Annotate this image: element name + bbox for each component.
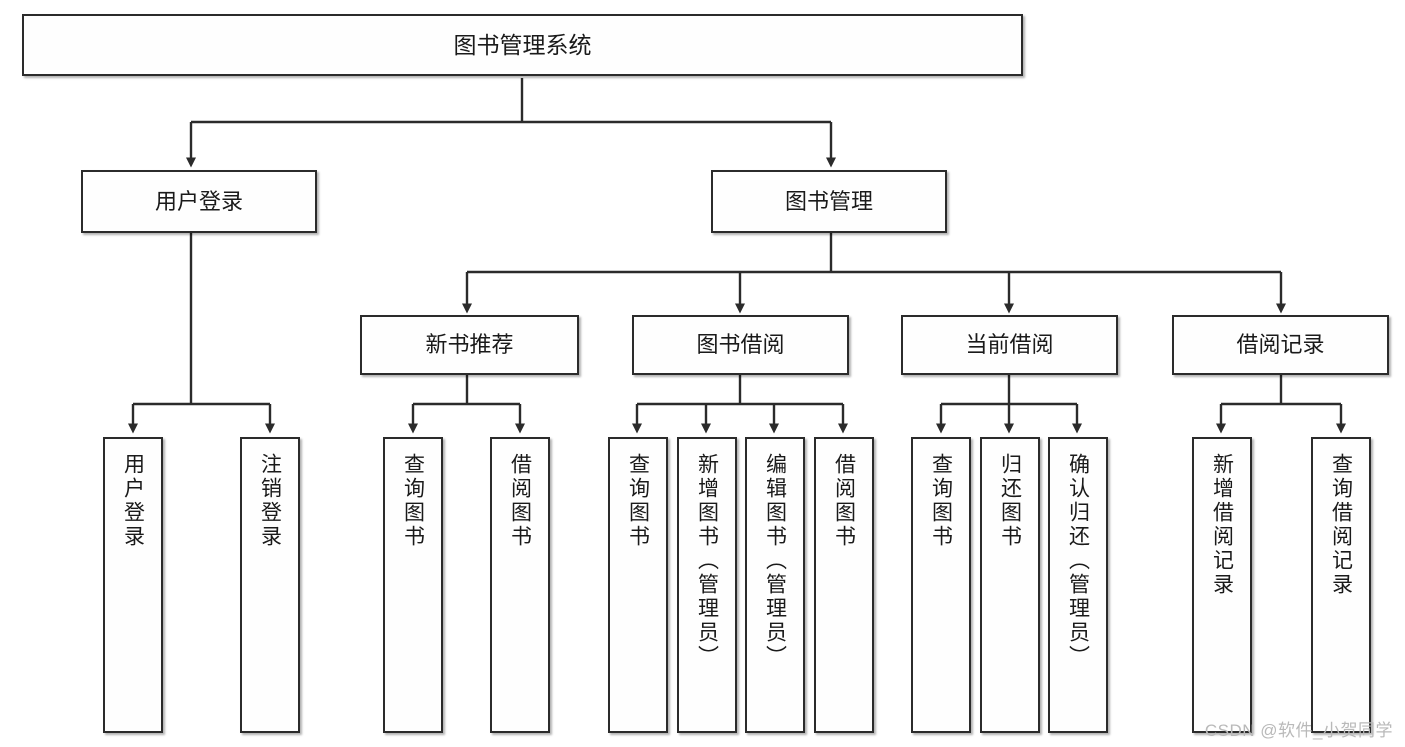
node-label: 借阅图书 (508, 453, 532, 549)
node-label: 用户登录 (154, 188, 243, 214)
node-label: 借阅图书 (832, 453, 856, 549)
node-borrow-record[interactable]: 借阅记录 (1172, 315, 1389, 375)
node-label: 当前借阅 (965, 332, 1054, 358)
leaf-borrow-edit-book[interactable]: 编辑图书（管理员） (745, 437, 805, 733)
watermark: CSDN @软件_小贺同学 (1204, 721, 1393, 740)
node-label: 查询图书 (626, 453, 650, 549)
leaf-current-return-book[interactable]: 归还图书 (980, 437, 1040, 733)
node-label: 确认归还（管理员） (1066, 453, 1090, 669)
node-current-borrow[interactable]: 当前借阅 (901, 315, 1118, 375)
leaf-borrow-borrow-book[interactable]: 借阅图书 (814, 437, 874, 733)
leaf-user-login-logout[interactable]: 注销登录 (240, 437, 300, 733)
leaf-record-query-record[interactable]: 查询借阅记录 (1311, 437, 1371, 733)
node-label: 注销登录 (258, 453, 282, 549)
node-book-management[interactable]: 图书管理 (711, 170, 947, 233)
leaf-borrow-add-book[interactable]: 新增图书（管理员） (677, 437, 737, 733)
leaf-recommend-query-book[interactable]: 查询图书 (383, 437, 443, 733)
node-label: 新增借阅记录 (1210, 453, 1234, 597)
node-book-borrow[interactable]: 图书借阅 (632, 315, 849, 375)
node-label: 图书管理系统 (453, 31, 592, 58)
leaf-record-add-record[interactable]: 新增借阅记录 (1192, 437, 1252, 733)
node-label: 借阅记录 (1236, 332, 1325, 358)
node-label: 新增图书（管理员） (695, 453, 719, 669)
node-label: 图书管理 (784, 188, 873, 214)
leaf-current-query-book[interactable]: 查询图书 (911, 437, 971, 733)
node-label: 编辑图书（管理员） (763, 453, 787, 669)
leaf-current-confirm-return[interactable]: 确认归还（管理员） (1048, 437, 1108, 733)
node-user-login[interactable]: 用户登录 (81, 170, 317, 233)
node-label: 新书推荐 (425, 332, 514, 358)
leaf-recommend-borrow-book[interactable]: 借阅图书 (490, 437, 550, 733)
leaf-user-login-login[interactable]: 用户登录 (103, 437, 163, 733)
node-label: 查询图书 (929, 453, 953, 549)
node-new-book-recommend[interactable]: 新书推荐 (360, 315, 579, 375)
node-label: 用户登录 (121, 453, 145, 549)
node-label: 图书借阅 (696, 332, 785, 358)
node-label: 查询借阅记录 (1329, 453, 1353, 597)
leaf-borrow-query-book[interactable]: 查询图书 (608, 437, 668, 733)
node-label: 查询图书 (401, 453, 425, 549)
node-label: 归还图书 (998, 453, 1022, 549)
node-root-system[interactable]: 图书管理系统 (22, 14, 1023, 76)
